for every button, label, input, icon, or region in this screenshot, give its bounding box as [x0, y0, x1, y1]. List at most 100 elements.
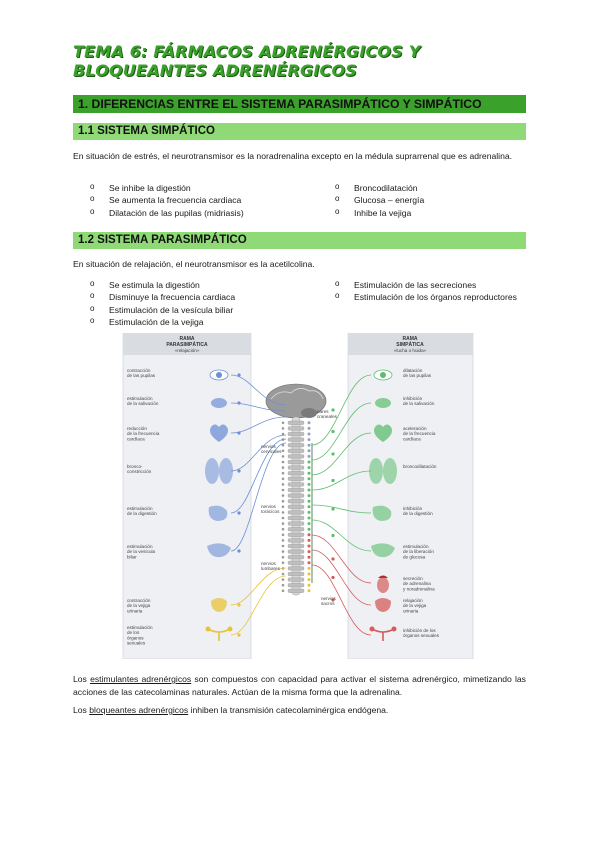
parasympathetic-effect-label: órganos	[127, 635, 144, 640]
ganglion-dot	[307, 438, 311, 442]
sympathetic-intro: En situación de estrés, el neurotransmis…	[73, 151, 513, 161]
ganglion-dot	[331, 533, 335, 538]
ganglion-dot	[281, 432, 285, 436]
left-header-line: PARASIMPÁTICA	[166, 341, 208, 348]
sympathetic-effect-label: inhibición de los	[403, 628, 436, 633]
stimulants-prefix: Los	[73, 674, 91, 684]
parasympathetic-effect-label: estimulación	[127, 506, 153, 511]
sympathetic-organs	[369, 369, 397, 641]
nerve-group-label: nervios	[261, 561, 277, 566]
vertebra	[287, 510, 305, 515]
left-header-line: «relajación»	[175, 348, 200, 353]
ganglion-dot	[281, 583, 285, 587]
left-header-line: RAMA	[180, 336, 195, 342]
sympathetic-effect-label: de la liberación	[403, 549, 434, 554]
autonomic-diagram: RAMA PARASIMPÁTICA «relajación» RAMA SIM…	[122, 333, 474, 659]
ganglion-dot	[281, 483, 285, 486]
right-header-bg	[348, 333, 473, 355]
ganglion-dot	[307, 589, 311, 593]
ganglion-dot	[281, 555, 285, 559]
sympathetic-effect-label: dilatación	[403, 368, 423, 373]
ganglion-dot	[237, 633, 241, 637]
salivary-gland-icon	[211, 398, 227, 408]
sympathetic-effect-label: de la digestión	[403, 511, 433, 516]
sympathetic-nerve	[311, 504, 372, 514]
stomach-icon	[208, 505, 228, 521]
parasympathetic-list-right: Estimulación de las secreciones Estimula…	[318, 278, 526, 304]
parasympathetic-effect-label: estimulación	[127, 544, 153, 549]
stimulants-term: estimulantes adrenérgicos	[90, 674, 192, 684]
ganglion-dot	[281, 421, 285, 425]
sympathetic-effect-label: y noradrenalina	[403, 586, 435, 591]
vertebra	[287, 460, 305, 464]
ganglion-dot	[331, 408, 335, 412]
ganglion-dot	[281, 466, 285, 469]
parasympathetic-effect-label: de los	[127, 630, 140, 635]
vertebra	[287, 493, 305, 498]
ganglion-dot	[237, 373, 241, 377]
blockers-text: inhiben la transmisión catecolaminérgica…	[188, 705, 389, 715]
ganglion-dot	[307, 449, 311, 453]
parasympathetic-panel	[122, 333, 252, 659]
stimulants-text: son compuestos con capacidad para activa…	[73, 674, 526, 697]
cerebellum-icon	[301, 408, 317, 418]
ganglion-dot	[281, 460, 285, 464]
nerve-group-label: sacros	[321, 601, 335, 606]
parasympathetic-effect-label: de la frecuencia	[127, 431, 160, 436]
section-heading-1: 1. DIFERENCIAS ENTRE EL SISTEMA PARASIMP…	[73, 95, 526, 113]
ganglion-dot	[331, 557, 335, 561]
ganglion-dot	[281, 533, 285, 537]
vertebra	[287, 538, 305, 543]
sympathetic-nerve	[311, 564, 372, 636]
sympathetic-effect-label: de adrenalina	[403, 581, 431, 586]
lung-icon	[219, 458, 233, 484]
vertebra	[287, 572, 305, 576]
parasympathetic-effect-label: de las pupilas	[127, 373, 156, 378]
sympathetic-effect-label: de la vejiga	[403, 603, 427, 608]
list-item: Disminuye la frecuencia cardiaca	[73, 290, 313, 303]
ganglion-dot	[307, 454, 311, 458]
ganglion-dot	[237, 511, 241, 515]
salivary-gland-icon	[375, 398, 391, 408]
ganglion-dot	[307, 510, 311, 514]
sympathetic-effect-label: urinaria	[403, 608, 419, 613]
parasympathetic-effect-label: de la digestión	[127, 511, 157, 516]
ganglion-dot	[307, 544, 311, 548]
spinal-cord-icon	[281, 416, 313, 596]
vertebra	[287, 532, 305, 537]
ganglion-dot	[331, 507, 335, 511]
ganglion-dot	[281, 544, 285, 548]
adrenal-kidney-icon	[377, 577, 389, 593]
ganglion-dot	[281, 427, 285, 430]
ganglion-dot	[307, 527, 311, 531]
list-item: Estimulación de la vesícula biliar	[73, 303, 313, 316]
sympathetic-nerve	[311, 549, 372, 606]
ganglion-dot	[307, 443, 311, 447]
list-item: Estimulación de los órganos reproductore…	[318, 290, 526, 303]
adrenal-gland-icon	[378, 575, 388, 578]
ganglion-dot	[307, 538, 311, 542]
parasympathetic-effect-label: de la vesícula	[127, 549, 156, 554]
list-item: Se inhibe la digestión	[73, 181, 313, 194]
ganglion-dot	[237, 469, 241, 473]
sympathetic-effect-label: órganos sexuales	[403, 633, 440, 638]
list-item: Glucosa – energía	[318, 193, 526, 206]
vertebra	[287, 588, 305, 593]
parasympathetic-organs	[205, 369, 233, 641]
ganglion-dot	[281, 539, 285, 542]
ganglion-dot	[281, 499, 285, 503]
parasympathetic-nerve	[230, 567, 287, 606]
vertebra	[287, 499, 305, 504]
nerve-group-label: nervios	[261, 444, 277, 449]
parasympathetic-effect-label: estimulación	[127, 625, 153, 630]
ganglion-dot	[281, 527, 285, 531]
ganglion-dot	[281, 522, 285, 525]
parasympathetic-nerve	[230, 402, 287, 412]
ganglion-dot	[281, 572, 285, 576]
parasympathetic-effect-label: urinaria	[127, 608, 143, 613]
ganglion-dot	[307, 583, 311, 587]
sympathetic-effect-label: inhibición	[403, 396, 423, 401]
vertebra	[287, 504, 305, 509]
ganglion-dot	[281, 511, 285, 514]
